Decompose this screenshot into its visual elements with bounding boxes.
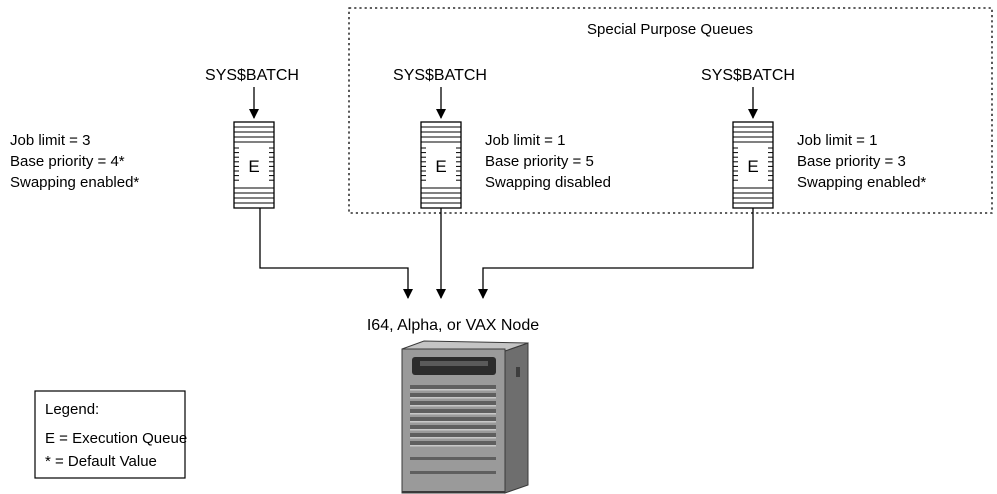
- queue-2-stack-icon: [420, 121, 462, 209]
- connector-queue-1-to-node: [259, 208, 413, 299]
- queue-1: SYS$BATCH E Job limit = 3 Base priority …: [10, 67, 299, 209]
- queue-3: SYS$BATCH E Job limit = 1 Base priority …: [701, 67, 926, 209]
- queue-3-attr-base-priority: Base priority = 3: [797, 153, 906, 170]
- connectors: [259, 208, 754, 299]
- queue-2: SYS$BATCH E Job limit = 1 Base priority …: [393, 67, 611, 209]
- queue-1-source-label: SYS$BATCH: [205, 67, 299, 84]
- queue-2-source-label: SYS$BATCH: [393, 67, 487, 84]
- queue-2-attr-base-priority: Base priority = 5: [485, 153, 594, 170]
- queue-3-source-label: SYS$BATCH: [701, 67, 795, 84]
- queue-3-attr-job-limit: Job limit = 1: [797, 132, 877, 149]
- queue-3-stack-icon: [732, 121, 774, 209]
- queue-2-letter: E: [435, 157, 446, 176]
- connector-queue-3-to-node: [478, 208, 754, 299]
- legend: Legend: E = Execution Queue * = Default …: [34, 390, 187, 479]
- legend-title: Legend:: [45, 401, 99, 418]
- legend-box: [34, 390, 186, 479]
- special-purpose-dotted-box: [348, 7, 993, 214]
- queue-1-letter: E: [248, 157, 259, 176]
- queue-3-letter: E: [747, 157, 758, 176]
- queue-1-stack-icon: [233, 121, 275, 209]
- node-label: I64, Alpha, or VAX Node: [367, 317, 539, 334]
- queue-1-attr-swapping: Swapping enabled*: [10, 174, 139, 191]
- legend-item-execution-queue: E = Execution Queue: [45, 430, 187, 447]
- queue-1-attr-base-priority: Base priority = 4*: [10, 153, 125, 170]
- server-tower-icon: [401, 340, 529, 494]
- legend-item-default-value: * = Default Value: [45, 453, 157, 470]
- queue-2-attr-job-limit: Job limit = 1: [485, 132, 565, 149]
- special-purpose-title: Special Purpose Queues: [587, 21, 753, 38]
- queue-2-attr-swapping: Swapping disabled: [485, 174, 611, 191]
- queue-3-attr-swapping: Swapping enabled*: [797, 174, 926, 191]
- special-purpose-group: Special Purpose Queues: [348, 7, 993, 214]
- queue-1-attr-job-limit: Job limit = 3: [10, 132, 90, 149]
